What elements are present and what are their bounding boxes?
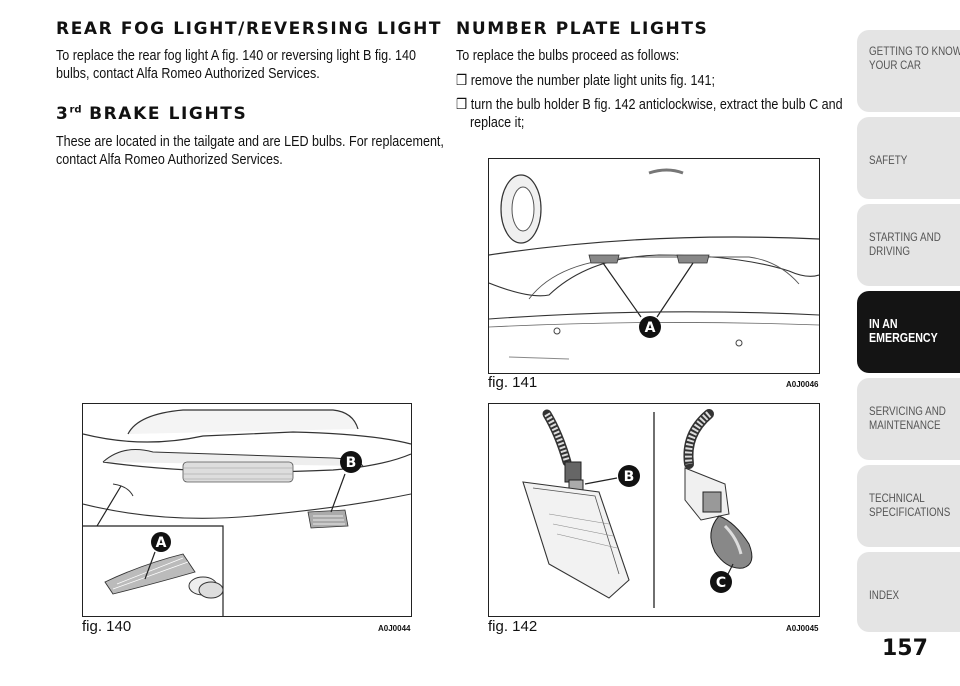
tab-label-line1: SAFETY xyxy=(869,153,908,167)
tab-label-line2: SPECIFICATIONS xyxy=(869,505,951,519)
number-plate-drawing: A xyxy=(489,168,819,360)
tab-in-an-emergency[interactable]: IN AN EMERGENCY xyxy=(857,291,960,373)
fig-142-code: A0J0045 xyxy=(786,624,819,633)
brake-heading-number: 3 xyxy=(56,104,70,124)
fig-141-illustration: A xyxy=(488,158,820,374)
fig-141-caption: fig. 141 xyxy=(488,374,538,391)
tab-label-line1: IN AN xyxy=(869,316,898,331)
callout-a xyxy=(151,532,171,552)
number-plate-heading: NUMBER PLATE LIGHTS xyxy=(456,19,709,39)
brake-lights-heading: 3rd BRAKE LIGHTS xyxy=(56,104,247,124)
tab-safety[interactable]: SAFETY xyxy=(857,117,960,199)
bullet-icon: ❒ xyxy=(456,73,468,89)
fig-140-illustration: A B xyxy=(82,403,412,617)
rear-bumper-drawing: A B xyxy=(83,409,411,616)
step-2: ❒ turn the bulb holder B fig. 142 anticl… xyxy=(456,97,843,114)
page-number: 157 xyxy=(882,636,928,661)
tab-label-line1: STARTING AND xyxy=(869,230,941,244)
bullet-icon: ❒ xyxy=(456,97,468,113)
tab-label-line2: DRIVING xyxy=(869,244,911,258)
tab-label-line2: YOUR CAR xyxy=(869,58,921,72)
fig-141-code: A0J0046 xyxy=(786,380,819,389)
fig-142-caption: fig. 142 xyxy=(488,618,538,635)
fog-light-heading: REAR FOG LIGHT/REVERSING LIGHT xyxy=(56,19,443,39)
fig-140-code: A0J0044 xyxy=(378,624,411,633)
brake-heading-ordinal: rd xyxy=(69,104,82,116)
tab-label-line2: EMERGENCY xyxy=(869,330,938,345)
step-2-text: turn the bulb holder B fig. 142 anticloc… xyxy=(470,97,843,113)
brake-heading-text: BRAKE LIGHTS xyxy=(89,104,248,124)
step-2-text-line2: replace it; xyxy=(470,115,525,131)
tab-servicing-and-maintenance[interactable]: SERVICING AND MAINTENANCE xyxy=(857,378,960,460)
tab-index[interactable]: INDEX xyxy=(857,552,960,632)
fig-140-caption: fig. 140 xyxy=(82,618,132,635)
callout-b-label: B xyxy=(346,455,357,471)
callout-b xyxy=(340,451,362,473)
bulb-holder-drawing: B C xyxy=(522,409,753,608)
step-1-text: remove the number plate light units fig.… xyxy=(470,73,715,89)
callout-c xyxy=(710,571,732,593)
fog-light-text-line2: bulbs, contact Alfa Romeo Authorized Ser… xyxy=(56,66,320,82)
callout-a-label: A xyxy=(645,320,656,336)
tab-technical-specifications[interactable]: TECHNICAL SPECIFICATIONS xyxy=(857,465,960,547)
callout-c-label: C xyxy=(716,575,726,591)
brake-lights-text-line1: These are located in the tailgate and ar… xyxy=(56,134,444,150)
callout-b-label: B xyxy=(624,469,635,485)
fig-142-illustration: B C xyxy=(488,403,820,617)
callout-b xyxy=(618,465,640,487)
fog-light-text-line1: To replace the rear fog light A fig. 140… xyxy=(56,48,417,64)
tab-label-line1: GETTING TO KNOW xyxy=(869,44,960,58)
callout-a-label: A xyxy=(156,535,167,551)
callout-a xyxy=(639,316,661,338)
tab-label-line1: INDEX xyxy=(869,588,900,602)
number-plate-intro: To replace the bulbs proceed as follows: xyxy=(456,48,680,64)
tab-getting-to-know-your-car[interactable]: GETTING TO KNOW YOUR CAR xyxy=(857,30,960,112)
brake-lights-text-line2: contact Alfa Romeo Authorized Services. xyxy=(56,152,283,168)
tab-starting-and-driving[interactable]: STARTING AND DRIVING xyxy=(857,204,960,286)
tab-label-line1: SERVICING AND xyxy=(869,404,946,418)
tab-label-line2: MAINTENANCE xyxy=(869,418,941,432)
tab-label-line1: TECHNICAL xyxy=(869,491,925,505)
step-1: ❒ remove the number plate light units fi… xyxy=(456,73,715,90)
